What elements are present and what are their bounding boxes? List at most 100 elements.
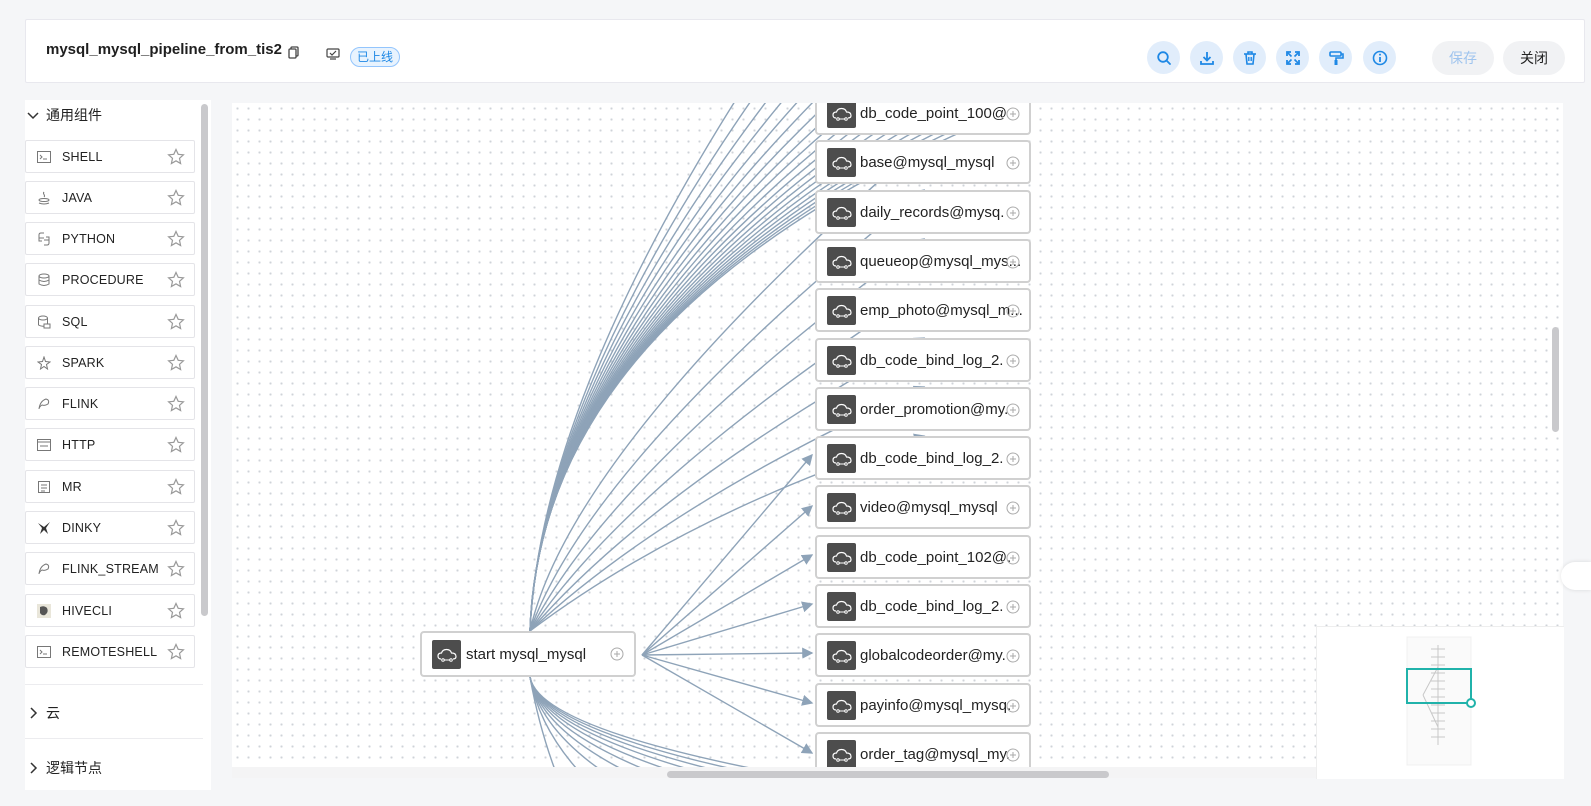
task-node[interactable]: emp_photo@mysql_m...: [815, 288, 1031, 332]
horizontal-scrollbar[interactable]: [667, 771, 1109, 778]
component-flink[interactable]: FLINK: [25, 387, 195, 420]
star-icon[interactable]: [167, 230, 185, 253]
add-node-icon[interactable]: [1006, 304, 1020, 323]
copy-icon[interactable]: [288, 46, 300, 64]
component-spark[interactable]: SPARK: [25, 346, 195, 379]
group-logic-toggle[interactable]: 逻辑节点: [25, 758, 102, 778]
task-node[interactable]: queueop@mysql_mys...: [815, 239, 1031, 283]
group-logic-label: 逻辑节点: [46, 760, 102, 776]
save-button[interactable]: 保存: [1432, 41, 1494, 75]
component-hivecli[interactable]: HIVECLI: [25, 594, 195, 627]
search-button[interactable]: [1147, 41, 1180, 74]
add-node-icon[interactable]: [610, 647, 624, 666]
add-node-icon[interactable]: [1006, 156, 1020, 175]
task-node[interactable]: video@mysql_mysql: [815, 485, 1031, 529]
sidebar-scrollbar[interactable]: [201, 104, 208, 616]
add-node-icon[interactable]: [1006, 501, 1020, 520]
component-dinky[interactable]: DINKY: [25, 511, 195, 544]
format-button[interactable]: [1319, 41, 1352, 74]
star-icon[interactable]: [167, 519, 185, 542]
task-node[interactable]: db_code_bind_log_2.: [815, 584, 1031, 628]
task-node[interactable]: db_code_bind_log_2.: [815, 338, 1031, 382]
add-node-icon[interactable]: [1006, 748, 1020, 767]
online-status-icon: [326, 47, 340, 65]
star-icon[interactable]: [167, 560, 185, 583]
add-node-icon[interactable]: [1006, 649, 1020, 668]
cloud-icon: [432, 640, 461, 669]
component-label: PYTHON: [62, 231, 116, 246]
component-http[interactable]: HTTP: [25, 428, 195, 461]
cloud-icon: [827, 346, 856, 375]
add-node-icon[interactable]: [1006, 255, 1020, 274]
component-label: MR: [62, 479, 82, 494]
vertical-scrollbar[interactable]: [1552, 327, 1559, 432]
add-node-icon[interactable]: [1006, 551, 1020, 570]
star-icon[interactable]: [167, 643, 185, 666]
task-node[interactable]: db_code_point_102@.: [815, 535, 1031, 579]
add-node-icon[interactable]: [1006, 354, 1020, 373]
node-label: base@mysql_mysql: [860, 154, 995, 171]
group-common-toggle[interactable]: 通用组件: [25, 105, 102, 125]
minimap[interactable]: [1316, 626, 1564, 779]
component-flink-stream[interactable]: FLINK_STREAM: [25, 552, 195, 585]
add-node-icon[interactable]: [1006, 699, 1020, 718]
task-node[interactable]: db_code_point_100@: [815, 103, 1031, 135]
component-mr[interactable]: MR: [25, 470, 195, 503]
component-label: FLINK: [62, 396, 99, 411]
component-java[interactable]: JAVA: [25, 181, 195, 214]
component-shell[interactable]: SHELL: [25, 140, 195, 173]
close-button[interactable]: 关闭: [1503, 41, 1565, 75]
star-icon[interactable]: [167, 436, 185, 459]
star-icon[interactable]: [167, 271, 185, 294]
star-icon[interactable]: [167, 478, 185, 501]
status-badge: 已上线: [350, 47, 401, 67]
add-node-icon[interactable]: [1006, 452, 1020, 471]
component-label: REMOTESHELL: [62, 644, 158, 659]
component-label: FLINK_STREAM: [62, 561, 159, 576]
task-node[interactable]: daily_records@mysq.: [815, 190, 1031, 234]
add-node-icon[interactable]: [1006, 403, 1020, 422]
cloud-icon: [827, 543, 856, 572]
component-sql[interactable]: SQL: [25, 305, 195, 338]
component-label: JAVA: [62, 190, 93, 205]
star-icon[interactable]: [167, 354, 185, 377]
fullscreen-button[interactable]: [1276, 41, 1309, 74]
star-icon[interactable]: [167, 189, 185, 212]
delete-icon: [1243, 50, 1256, 65]
node-label: order_promotion@my.: [860, 401, 1009, 418]
chevron-right-icon: [30, 762, 38, 774]
info-button[interactable]: [1363, 41, 1396, 74]
task-node[interactable]: globalcodeorder@my.: [815, 633, 1031, 677]
task-node[interactable]: order_promotion@my.: [815, 387, 1031, 431]
group-cloud-toggle[interactable]: 云: [25, 703, 60, 723]
node-label: db_code_bind_log_2.: [860, 598, 1004, 615]
collapse-panel-handle[interactable]: [1561, 562, 1591, 590]
dinky-icon: [36, 520, 52, 536]
component-procedure[interactable]: PROCEDURE: [25, 263, 195, 296]
star-icon[interactable]: [167, 148, 185, 171]
task-node[interactable]: db_code_bind_log_2.: [815, 436, 1031, 480]
fullscreen-icon: [1285, 50, 1300, 65]
hive-icon: [36, 603, 52, 619]
task-node[interactable]: payinfo@mysql_mysq.: [815, 683, 1031, 727]
java-icon: [36, 190, 52, 206]
star-icon[interactable]: [167, 602, 185, 625]
start-node[interactable]: start mysql_mysql: [420, 631, 636, 677]
spark-icon: [36, 355, 52, 371]
component-python[interactable]: PYTHON: [25, 222, 195, 255]
divider: [25, 738, 203, 739]
star-icon[interactable]: [167, 395, 185, 418]
add-node-icon[interactable]: [1006, 206, 1020, 225]
component-remoteshell[interactable]: REMOTESHELL: [25, 635, 195, 668]
task-node[interactable]: base@mysql_mysql: [815, 140, 1031, 184]
download-button[interactable]: [1190, 41, 1223, 74]
node-label: start mysql_mysql: [466, 646, 587, 663]
chevron-right-icon: [30, 707, 38, 719]
cloud-icon: [827, 198, 856, 227]
star-icon[interactable]: [167, 313, 185, 336]
add-node-icon[interactable]: [1006, 600, 1020, 619]
delete-button[interactable]: [1233, 41, 1266, 74]
add-node-icon[interactable]: [1006, 107, 1020, 126]
minimap-viewport: [1406, 668, 1472, 704]
format-painter-icon: [1328, 50, 1344, 65]
